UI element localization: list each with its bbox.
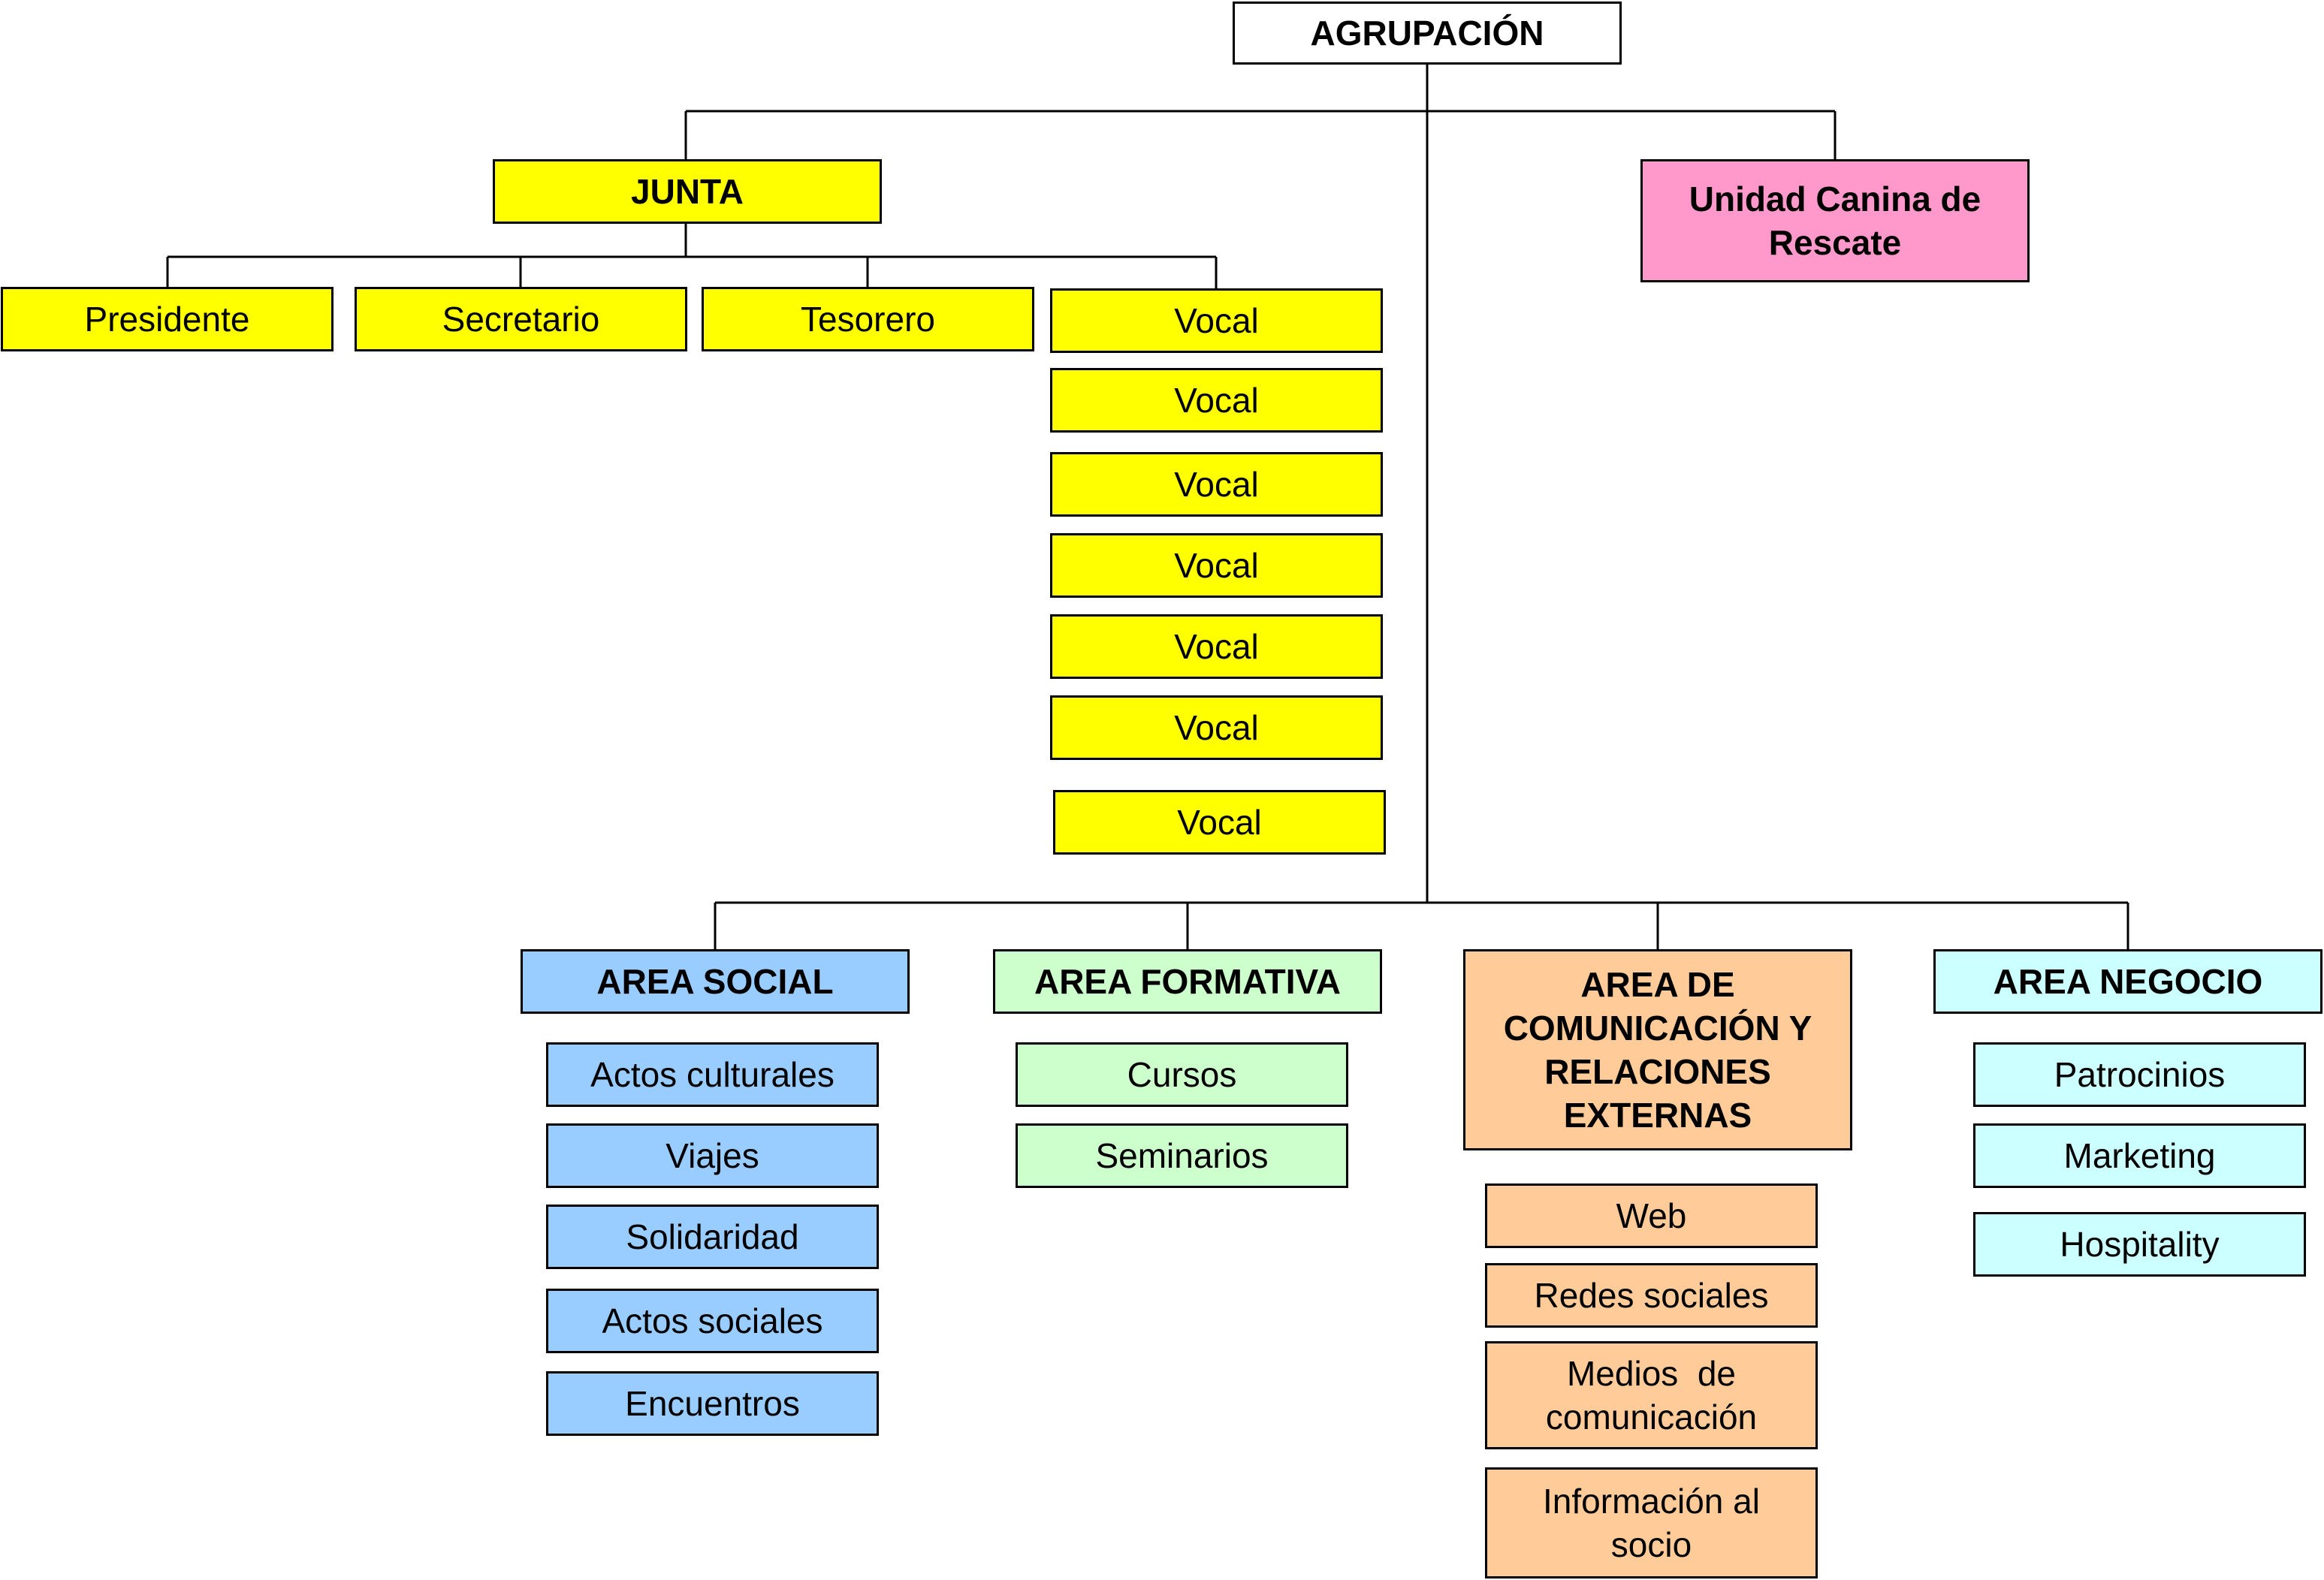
node-medios-comunicacion: Medios de comunicación xyxy=(1485,1341,1818,1449)
node-label: Vocal xyxy=(1174,381,1259,420)
node-vocal: Vocal xyxy=(1053,790,1386,855)
node-label: Información al socio xyxy=(1543,1482,1760,1564)
node-label: Actos culturales xyxy=(590,1055,835,1094)
node-label: AREA NEGOCIO xyxy=(1993,962,2263,1001)
node-area-comunicacion: AREA DE COMUNICACIÓN Y RELACIONES EXTERN… xyxy=(1463,949,1852,1150)
node-label: Tesorero xyxy=(801,300,935,339)
node-label: Viajes xyxy=(666,1136,759,1175)
node-label: Seminarios xyxy=(1095,1136,1269,1175)
node-label: Cursos xyxy=(1127,1055,1237,1094)
node-label: JUNTA xyxy=(631,172,744,211)
node-label: Web xyxy=(1616,1196,1687,1235)
node-label: AREA DE COMUNICACIÓN Y RELACIONES EXTERN… xyxy=(1503,965,1812,1135)
node-label: AREA SOCIAL xyxy=(596,962,834,1001)
node-label: Solidaridad xyxy=(626,1217,799,1256)
node-junta: JUNTA xyxy=(493,159,882,224)
node-web: Web xyxy=(1485,1183,1818,1248)
node-label: Patrocinios xyxy=(2054,1055,2226,1094)
node-label: Secretario xyxy=(442,300,600,339)
node-informacion-socio: Información al socio xyxy=(1485,1467,1818,1578)
node-actos-sociales: Actos sociales xyxy=(546,1289,879,1353)
node-agrupacion: AGRUPACIÓN xyxy=(1233,2,1622,65)
node-hospitality: Hospitality xyxy=(1973,1212,2306,1277)
node-viajes: Viajes xyxy=(546,1123,879,1188)
node-seminarios: Seminarios xyxy=(1016,1123,1348,1188)
node-label: Encuentros xyxy=(625,1384,800,1423)
node-area-negocio: AREA NEGOCIO xyxy=(1933,949,2322,1014)
node-presidente: Presidente xyxy=(1,287,334,351)
node-vocal: Vocal xyxy=(1050,614,1383,679)
node-vocal: Vocal xyxy=(1050,368,1383,433)
node-label: Marketing xyxy=(2063,1136,2216,1175)
node-redes-sociales: Redes sociales xyxy=(1485,1263,1818,1328)
node-area-formativa: AREA FORMATIVA xyxy=(993,949,1382,1014)
node-label: Vocal xyxy=(1174,627,1259,666)
node-marketing: Marketing xyxy=(1973,1123,2306,1188)
node-secretario: Secretario xyxy=(355,287,687,351)
node-label: Presidente xyxy=(84,300,250,339)
node-label: Vocal xyxy=(1174,708,1259,747)
node-cursos: Cursos xyxy=(1016,1042,1348,1107)
node-encuentros: Encuentros xyxy=(546,1371,879,1436)
node-vocal: Vocal xyxy=(1050,288,1383,353)
node-actos-culturales: Actos culturales xyxy=(546,1042,879,1107)
node-vocal: Vocal xyxy=(1050,695,1383,760)
node-tesorero: Tesorero xyxy=(702,287,1034,351)
node-vocal: Vocal xyxy=(1050,533,1383,598)
node-unidad-canina: Unidad Canina de Rescate xyxy=(1640,159,2030,282)
node-area-social: AREA SOCIAL xyxy=(521,949,910,1014)
node-label: Vocal xyxy=(1177,803,1262,842)
node-label: Medios de comunicación xyxy=(1545,1354,1758,1437)
node-label: Unidad Canina de Rescate xyxy=(1689,179,1981,262)
node-label: Vocal xyxy=(1174,465,1259,504)
node-patrocinios: Patrocinios xyxy=(1973,1042,2306,1107)
node-vocal: Vocal xyxy=(1050,452,1383,517)
node-label: AGRUPACIÓN xyxy=(1310,14,1544,53)
node-label: Actos sociales xyxy=(602,1301,823,1340)
node-label: Vocal xyxy=(1174,546,1259,585)
node-solidaridad: Solidaridad xyxy=(546,1205,879,1269)
node-label: Hospitality xyxy=(2060,1225,2220,1264)
node-label: Redes sociales xyxy=(1534,1276,1769,1315)
node-label: AREA FORMATIVA xyxy=(1034,962,1341,1001)
node-label: Vocal xyxy=(1174,301,1259,340)
